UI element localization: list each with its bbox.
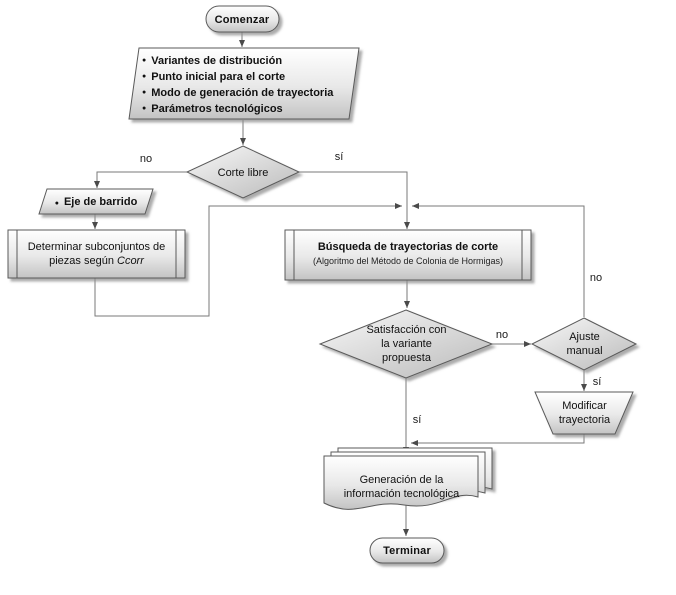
determinar-label: Determinar subconjuntos de piezas según … xyxy=(10,240,183,268)
list-item: ● Variantes de distribución xyxy=(142,53,356,69)
determinar-line2-prefix: piezas según xyxy=(49,255,117,267)
eje-barrido-label: ● Eje de barrido xyxy=(55,196,138,208)
satisfaccion-line2: la variante xyxy=(381,338,432,350)
list-item: ● Modo de generación de trayectoria xyxy=(142,85,356,101)
busqueda-line1: Búsqueda de trayectorias de corte xyxy=(317,241,499,253)
edge-corte-si-busqueda xyxy=(299,171,410,229)
satisfaccion-line1: Satisfacción con xyxy=(366,324,447,336)
list-item-label: Parámetros tecnológicos xyxy=(151,103,283,115)
node-determinar-shape xyxy=(7,229,186,279)
eje-barrido-text: Eje de barrido xyxy=(63,196,138,208)
bullet-icon: ● xyxy=(142,73,147,80)
list-item-label: Punto inicial para el corte xyxy=(151,71,286,83)
busqueda-label: Búsqueda de trayectorias de corte (Algor… xyxy=(290,240,526,268)
corte-no-label: no xyxy=(139,153,153,165)
start-label: Comenzar xyxy=(214,14,270,26)
ajuste-line2: manual xyxy=(566,345,603,357)
ajuste-label: Ajuste manual xyxy=(546,330,623,358)
node-ajuste-shape xyxy=(530,317,638,371)
bullet-icon: ● xyxy=(142,57,147,64)
node-satisfaccion-shape xyxy=(318,309,494,379)
edge-ajuste-no-busqueda xyxy=(412,203,585,317)
edge-modificar-join xyxy=(411,434,585,446)
corte-si-label: sí xyxy=(334,151,344,163)
node-busqueda-shape xyxy=(284,229,532,281)
list-item: ● Punto inicial para el corte xyxy=(142,69,356,85)
list-item-label: Variantes de distribución xyxy=(151,55,283,67)
node-inputs-shape xyxy=(128,47,360,120)
satisfaccion-si-label: sí xyxy=(412,414,422,426)
determinar-line1: Determinar subconjuntos de xyxy=(27,241,166,253)
ajuste-no-label: no xyxy=(589,272,603,284)
inputs-list: ● Variantes de distribución ● Punto inic… xyxy=(142,53,356,117)
satisfaccion-label: Satisfacción con la variante propuesta xyxy=(340,323,473,365)
modificar-line2: trayectoria xyxy=(558,414,611,426)
end-label: Terminar xyxy=(383,545,431,557)
bullet-icon: ● xyxy=(54,200,59,207)
modificar-line1: Modificar xyxy=(562,400,607,412)
satisfaccion-line3: propuesta xyxy=(382,352,431,364)
ajuste-si-label: sí xyxy=(592,376,602,388)
node-eje-barrido-shape xyxy=(38,188,154,215)
bullet-icon: ● xyxy=(142,105,147,112)
node-modificar-shape xyxy=(534,391,634,435)
list-item-label: Modo de generación de trayectoria xyxy=(151,87,334,99)
ajuste-line1: Ajuste xyxy=(569,331,600,343)
node-end-shape xyxy=(369,537,445,564)
node-corte-libre-shape xyxy=(185,145,301,199)
busqueda-line2: (Algoritmo del Método de Colonia de Horm… xyxy=(312,256,504,266)
list-item: ● Parámetros tecnológicos xyxy=(142,101,356,117)
generacion-line2: información tecnológica xyxy=(343,488,460,500)
edge-corte-no-eje xyxy=(94,171,187,188)
determinar-line2-italic: Ccorr xyxy=(117,255,144,267)
bullet-icon: ● xyxy=(142,89,147,96)
corte-libre-label: Corte libre xyxy=(217,167,269,179)
node-start-shape xyxy=(205,5,280,33)
generacion-label: Generación de la información tecnológica xyxy=(329,473,474,501)
node-generacion-shape xyxy=(323,447,493,510)
generacion-line1: Generación de la xyxy=(359,474,444,486)
edge-determinar-loop-busqueda xyxy=(94,203,402,317)
determinar-line2: piezas según Ccorr xyxy=(10,254,183,268)
modificar-label: Modificar trayectoria xyxy=(537,399,632,427)
satisfaccion-no-label: no xyxy=(495,329,509,341)
